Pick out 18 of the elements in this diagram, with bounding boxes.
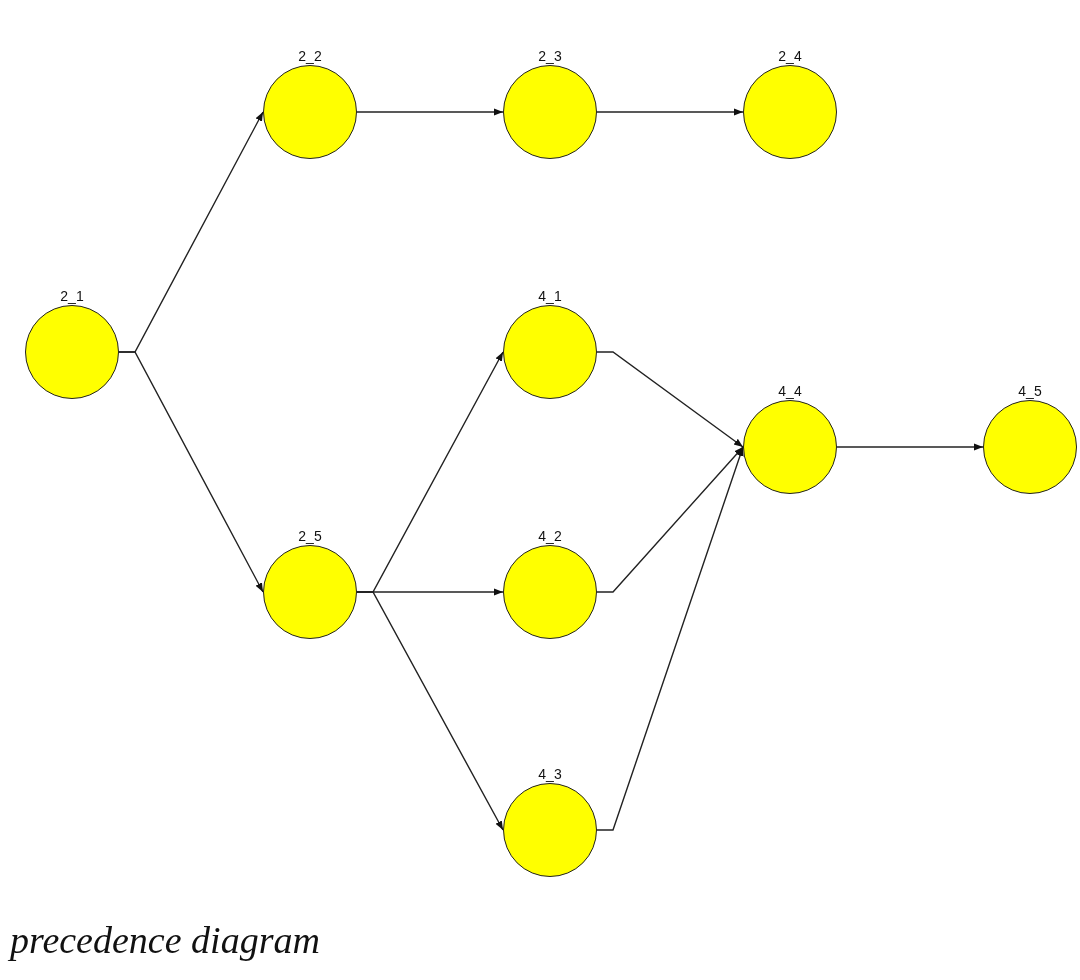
node-label: 4_5	[1018, 383, 1042, 399]
node-label: 2_5	[298, 528, 322, 544]
node-label: 2_3	[538, 48, 562, 64]
caption: precedence diagram	[10, 918, 320, 962]
node-label: 4_1	[538, 288, 562, 304]
node-label: 2_4	[778, 48, 802, 64]
node-label: 4_2	[538, 528, 562, 544]
arrow	[118, 351, 264, 593]
node-label: 4_3	[538, 766, 562, 782]
arrow	[596, 108, 744, 116]
arrow	[356, 591, 504, 831]
arrow	[596, 446, 744, 593]
arrow	[596, 351, 744, 448]
node-label: 2_2	[298, 48, 322, 64]
node-label: 2_1	[60, 288, 84, 304]
arrow	[836, 443, 984, 451]
arrow	[356, 108, 504, 116]
node-label: 4_4	[778, 383, 802, 399]
